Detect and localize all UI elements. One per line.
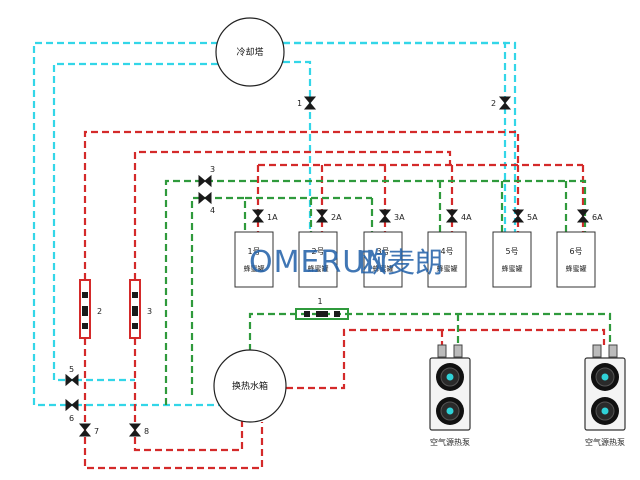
valve-2a[interactable] [315,209,329,223]
brand-watermark: OMERUN 欧麦朗 [249,245,443,280]
fan-icon [436,363,464,391]
cooling-to-tanks [283,60,312,232]
pump-label: 1 [317,297,322,306]
green-lower [190,196,247,395]
valve-label: 1A [267,213,278,222]
honey-tank-2: 2号 蜂蜜罐 [298,231,338,288]
cooling-inner-loop [52,62,218,382]
valve-8[interactable] [128,423,142,437]
cooling-tower-label: 冷却塔 [236,46,263,58]
cooling-outer-loop [32,41,218,407]
tank-sub: 蜂蜜罐 [437,264,458,273]
heat-pump-2: 空气源热泵 [584,357,626,447]
cooling-to-tanks-3 [283,41,517,232]
valve-1a[interactable] [251,209,265,223]
hot-left-down [83,338,264,470]
valves [65,96,590,437]
valve-7[interactable] [78,423,92,437]
valve-label: 8 [144,427,149,436]
tank-label: 4号 [440,247,453,256]
tank-label: 1号 [247,247,260,256]
honey-tank-1: 1号 蜂蜜罐 [234,231,274,288]
heat-pump-label: 空气源热泵 [430,437,470,447]
heat-pump-1: 空气源热泵 [429,357,471,447]
valve-label: 2 [491,99,496,108]
valve-1[interactable] [303,96,317,110]
fan-icon [591,397,619,425]
tank-label: 3号 [376,247,389,256]
tank-label: 6号 [569,247,582,256]
honey-tank-6: 6号 蜂蜜罐 [556,231,596,288]
cooling-water-pipes [32,41,517,407]
honey-tank-3: 3号 蜂蜜罐 [363,231,403,288]
valve-label: 1 [297,99,302,108]
tank-sub: 蜂蜜罐 [244,264,265,273]
hot-water-pipes [83,130,606,470]
filter-label: 2 [97,307,102,316]
tank-label: 5号 [505,247,518,256]
honey-tank-4: 4号 蜂蜜罐 [427,231,467,288]
tank-sub: 蜂蜜罐 [502,264,523,273]
hot-inner-down [133,338,244,452]
filter-assembly-2: 2 [79,279,102,339]
honey-tanks: 1号 蜂蜜罐 2号 蜂蜜罐 3号 蜂蜜罐 4号 蜂蜜罐 5号 蜂蜜罐 6号 蜂蜜… [234,231,596,288]
valve-4a[interactable] [445,209,459,223]
green-pump-supply [248,312,612,362]
valve-2[interactable] [498,96,512,110]
honey-tank-5: 5号 蜂蜜罐 [492,231,532,288]
valve-6[interactable] [65,398,79,412]
valve-label: 2A [331,213,342,222]
valve-5a[interactable] [511,209,525,223]
watermark-latin: OMERUN [249,245,389,280]
valve-label: 4A [461,213,472,222]
valve-label: 3A [394,213,405,222]
fan-icon [436,397,464,425]
valve-labels: 1 2 3 4 5 6 7 8 1A 2A 3A 4A 5A 6A [69,99,603,436]
valve-label: 3 [210,165,215,174]
valve-label: 6A [592,213,603,222]
valve-5[interactable] [65,373,79,387]
green-pipes [164,179,612,405]
hot-pump-return [286,328,606,390]
cooling-to-tanks-2 [283,41,507,232]
tank-sub: 蜂蜜罐 [566,264,587,273]
valve-label: 5 [69,365,74,374]
tank-label: 2号 [311,247,324,256]
pump-fittings [437,344,618,358]
valve-label: 5A [527,213,538,222]
tank-sub: 蜂蜜罐 [373,264,394,273]
heat-exchange-tank: 换热水箱 [213,349,287,423]
valve-6a[interactable] [576,209,590,223]
valve-3a[interactable] [378,209,392,223]
valve-4[interactable] [198,191,212,205]
valve-label: 6 [69,414,74,423]
heat-tank-label: 换热水箱 [232,380,268,392]
filter-assembly-3: 3 [129,279,152,339]
watermark-chinese: 欧麦朗 [359,246,443,279]
valve-3[interactable] [198,174,212,188]
filter-label: 3 [147,307,152,316]
valve-label: 7 [94,427,99,436]
cooling-tower: 冷却塔 [215,17,285,87]
hot-main-outer [83,130,520,280]
fan-icon [591,363,619,391]
tank-sub: 蜂蜜罐 [308,264,329,273]
valve-label: 4 [210,206,215,215]
heat-pump-label: 空气源热泵 [585,437,625,447]
pump-assembly-1: 1 [295,297,349,320]
green-upper [164,179,587,405]
